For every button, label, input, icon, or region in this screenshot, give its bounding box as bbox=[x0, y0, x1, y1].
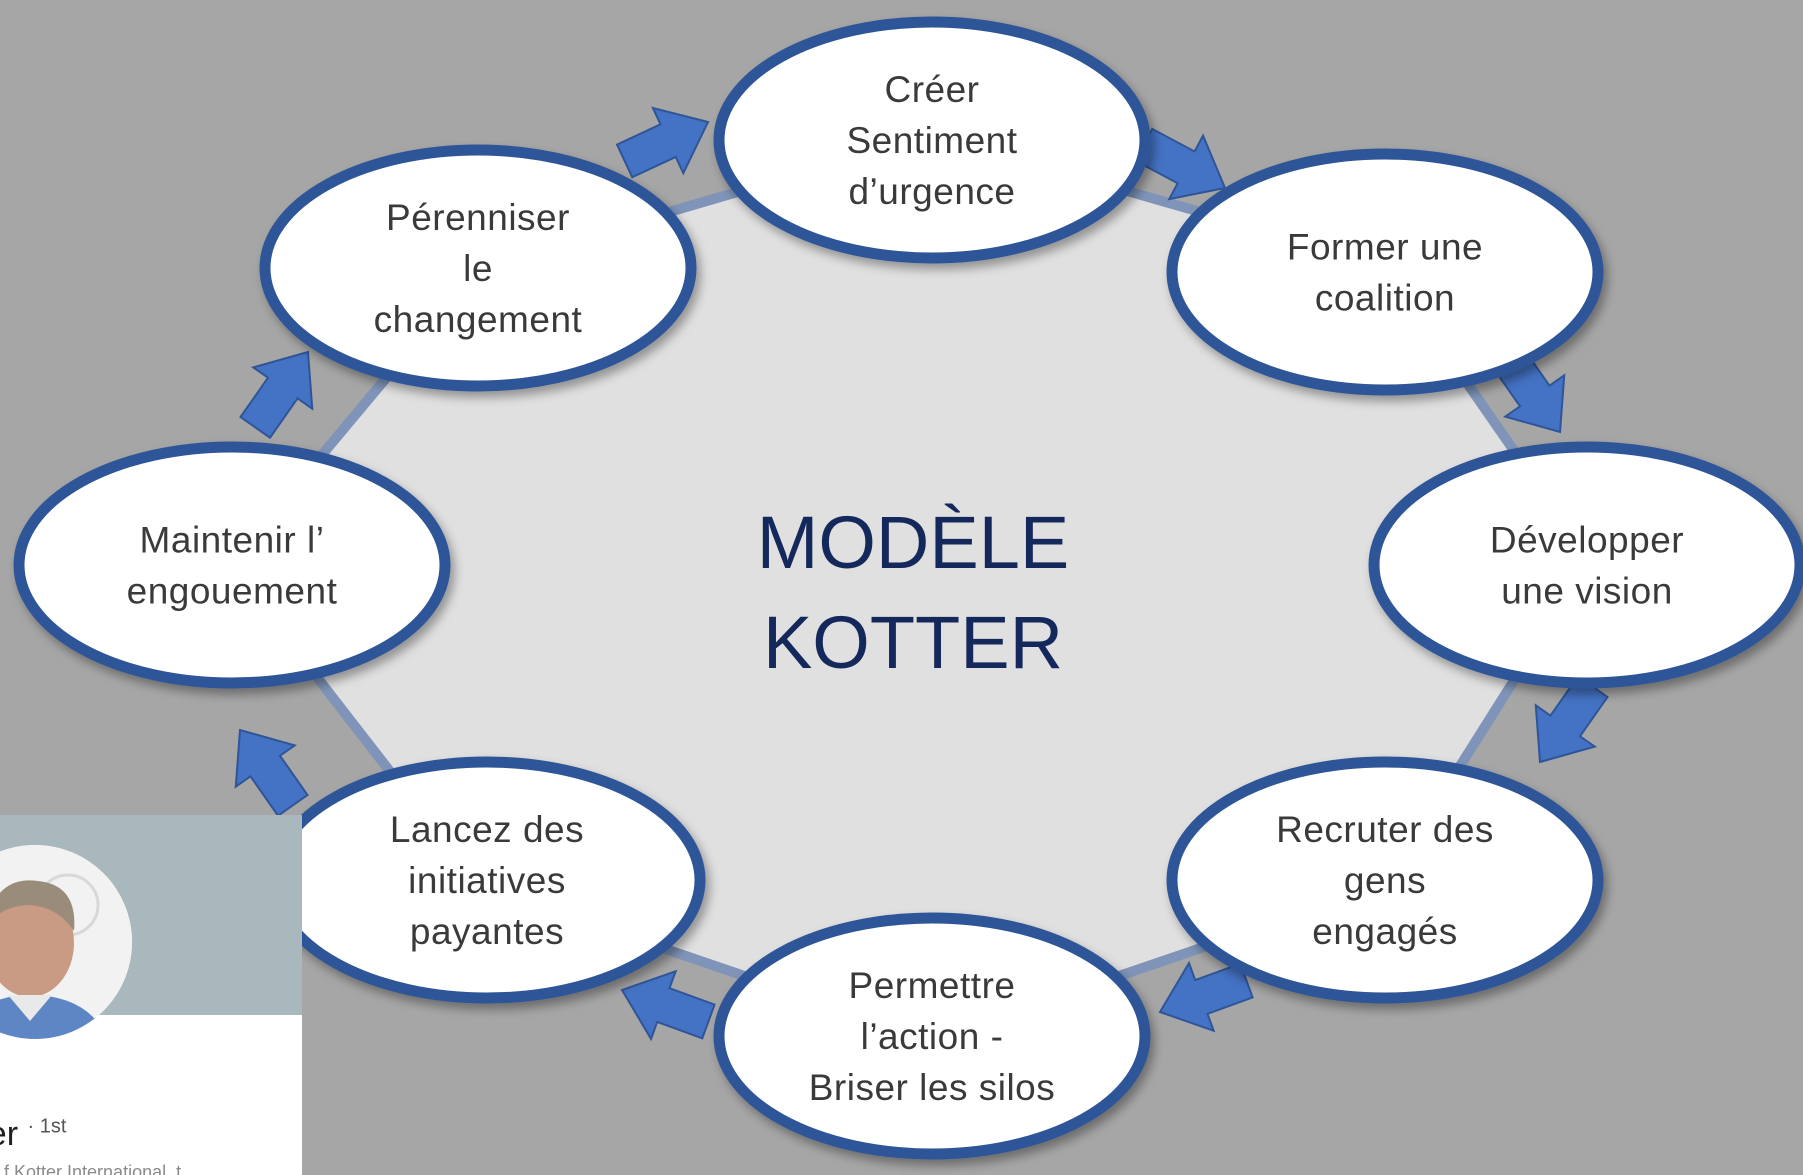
profile-name[interactable]: otter · 1st bbox=[0, 1115, 66, 1154]
cycle-step-5-label-line-3: Briser les silos bbox=[809, 1067, 1056, 1108]
cycle-arrow-7 bbox=[239, 350, 314, 440]
cycle-step-6-label-line-1: Lancez des bbox=[390, 809, 584, 850]
cycle-step-8-label-line-3: changement bbox=[374, 299, 583, 340]
cycle-arrow-8 bbox=[615, 106, 710, 179]
cycle-step-2-label-line-2: coalition bbox=[1315, 278, 1455, 319]
profile-card[interactable]: otter · 1st f Kotter International, t... bbox=[0, 815, 302, 1175]
cycle-step-7-ellipse bbox=[13, 441, 451, 689]
cycle-step-4: Recruter des gens engagés bbox=[1166, 756, 1604, 1004]
profile-card-body bbox=[0, 1015, 302, 1175]
cycle-step-3: Développer une vision bbox=[1368, 441, 1803, 689]
cycle-step-4-label-line-3: engagés bbox=[1312, 911, 1457, 952]
profile-headline: f Kotter International, t... bbox=[4, 1162, 197, 1175]
cycle-step-6-label-line-2: initiatives bbox=[408, 860, 566, 901]
cycle-step-6-label-line-3: payantes bbox=[410, 911, 564, 952]
cycle-step-8-label-line-2: le bbox=[463, 248, 493, 289]
cycle-step-3-ellipse bbox=[1368, 441, 1803, 689]
cycle-step-2-ellipse bbox=[1166, 148, 1604, 396]
cycle-step-1-label-line-1: Créer bbox=[884, 69, 979, 110]
cycle-step-1-label-line-3: d’urgence bbox=[848, 171, 1015, 212]
cycle-step-7-label-line-1: Maintenir l’ bbox=[140, 520, 325, 561]
cycle-step-4-label-line-1: Recruter des bbox=[1276, 809, 1494, 850]
cycle-arrow-6 bbox=[234, 728, 309, 818]
cycle-step-3-label-line-1: Développer bbox=[1490, 520, 1684, 561]
cycle-step-5-ellipse bbox=[713, 912, 1151, 1160]
center-title-line-1: MODÈLE bbox=[757, 501, 1070, 584]
cycle-step-7: Maintenir l’ engouement bbox=[13, 441, 451, 689]
cycle-step-8-label-line-1: Pérenniser bbox=[386, 197, 570, 238]
cycle-step-7-label-line-2: engouement bbox=[127, 571, 338, 612]
cycle-step-5: Permettre l’action - Briser les silos bbox=[713, 912, 1151, 1160]
cycle-step-1-ellipse bbox=[713, 16, 1151, 264]
cycle-step-2: Former une coalition bbox=[1166, 148, 1604, 396]
profile-name-text: otter bbox=[0, 1115, 19, 1153]
cycle-step-3-label-line-2: une vision bbox=[1501, 571, 1673, 612]
cycle-step-5-label-line-1: Permettre bbox=[849, 965, 1016, 1006]
cycle-step-8: Pérenniser le changement bbox=[259, 144, 697, 392]
cycle-step-4-ellipse bbox=[1166, 756, 1604, 1004]
cycle-step-8-ellipse bbox=[259, 144, 697, 392]
cycle-step-6: Lancez des initiatives payantes bbox=[268, 756, 706, 1004]
center-title-line-2: KOTTER bbox=[763, 601, 1063, 684]
cycle-step-2-label-line-1: Former une bbox=[1287, 227, 1483, 268]
cycle-arrow-4 bbox=[1158, 960, 1254, 1033]
cycle-step-5-label-line-2: l’action - bbox=[861, 1016, 1004, 1057]
connection-degree-badge: · 1st bbox=[27, 1115, 67, 1138]
cycle-arrow-5 bbox=[620, 969, 716, 1042]
cycle-step-1-label-line-2: Sentiment bbox=[846, 120, 1017, 161]
cycle-step-4-label-line-2: gens bbox=[1344, 860, 1426, 901]
